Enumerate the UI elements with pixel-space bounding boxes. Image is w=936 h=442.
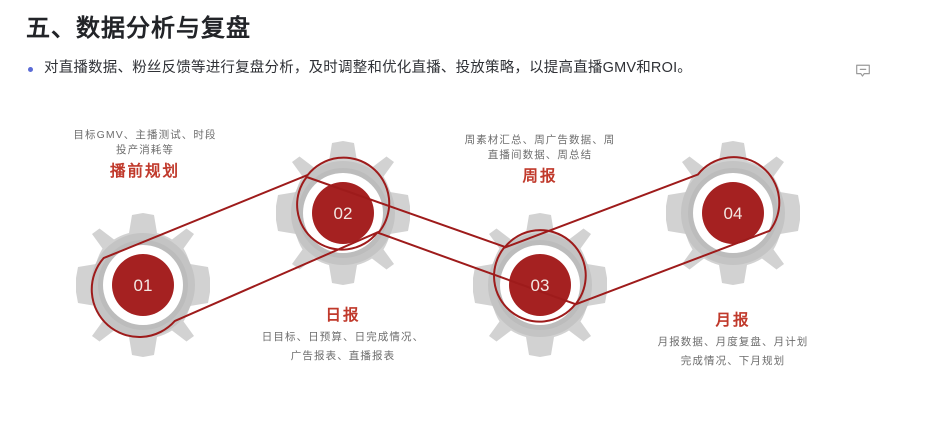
slide-header: 五、数据分析与复盘 对直播数据、粉丝反馈等进行复盘分析，及时调整和优化直播、投放…: [0, 0, 936, 80]
bullet-text: 对直播数据、粉丝反馈等进行复盘分析，及时调整和优化直播、投放策略，以提高直播GM…: [44, 60, 693, 76]
step-caption-01: 目标GMV、主播测试、时段 投产消耗等 播前规划: [45, 128, 245, 184]
step-04-desc-line1: 月报数据、月度复盘、月计划: [657, 336, 809, 349]
gear-number-01: 01: [134, 276, 153, 295]
bullet-row: 对直播数据、粉丝反馈等进行复盘分析，及时调整和优化直播、投放策略，以提高直播GM…: [26, 58, 936, 80]
gear-number-03: 03: [531, 276, 550, 295]
belt-lines: [90, 156, 781, 339]
step-caption-02: 日报 日目标、日预算、日完成情况、 广告报表、直播报表: [243, 305, 443, 364]
gear-number-04: 04: [724, 204, 743, 223]
gear-bodies: [76, 141, 800, 357]
step-03-desc-line1: 周素材汇总、周广告数据、周: [464, 134, 616, 146]
step-caption-03: 周素材汇总、周广告数据、周 直播间数据、周总结 周报: [440, 133, 640, 189]
step-01-desc-line1: 目标GMV、主播测试、时段: [73, 129, 217, 141]
step-04-desc-line2: 完成情况、下月规划: [680, 354, 786, 367]
step-02-heading: 日报: [325, 307, 361, 324]
step-02-desc-line2: 广告报表、直播报表: [290, 349, 396, 362]
step-01-desc-line2: 投产消耗等: [116, 144, 174, 157]
comment-bubble-icon[interactable]: [854, 62, 872, 80]
page-title: 五、数据分析与复盘: [26, 15, 251, 42]
bullet-dot-icon: [28, 67, 33, 72]
gear-number-02: 02: [334, 204, 353, 223]
step-02-desc-line1: 日目标、日预算、日完成情况、: [261, 331, 425, 344]
step-01-heading: 播前规划: [109, 163, 180, 181]
step-03-heading: 周报: [522, 168, 558, 186]
process-diagram: 01 02 03 04 目标GMV、主播测试、时段 投产消耗等 播前规划 日报 …: [0, 104, 936, 442]
step-03-desc-line2: 直播间数据、周总结: [487, 149, 593, 162]
step-04-heading: 月报: [715, 312, 751, 329]
gear-belt-graphic: 01 02 03 04: [76, 141, 800, 357]
step-caption-04: 月报 月报数据、月度复盘、月计划 完成情况、下月规划: [633, 310, 833, 369]
gear-number-labels: 01 02 03 04: [134, 204, 743, 295]
